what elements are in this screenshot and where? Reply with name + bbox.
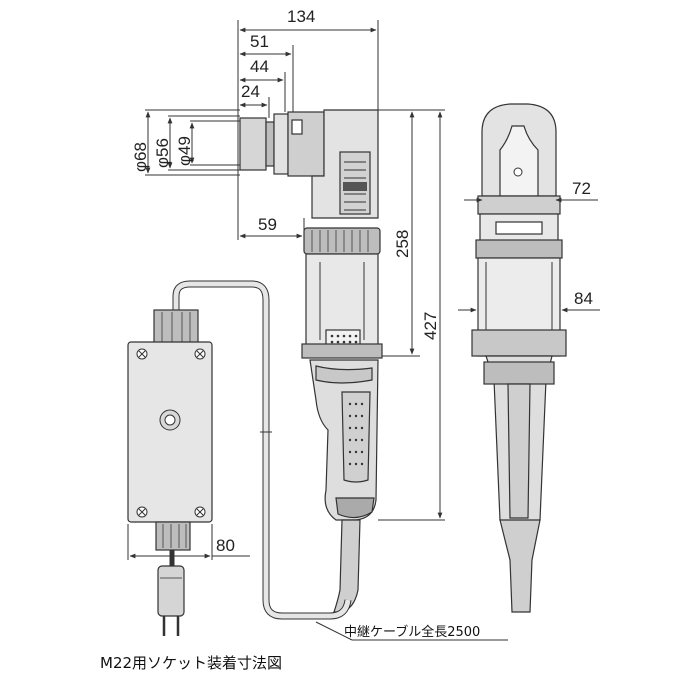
diameter-dimension-group: φ68 φ56 φ49 — [131, 109, 240, 176]
dim-phi49-label: φ49 — [175, 136, 194, 166]
front-view-tool — [471, 103, 567, 613]
tool-cable-tail — [333, 519, 361, 613]
socket — [239, 117, 267, 171]
dim-84-label: 84 — [574, 289, 593, 308]
front-dimension-group: 72 84 — [458, 179, 600, 313]
dim-80-label: 80 — [216, 536, 235, 555]
dim-59-group: 59 — [239, 215, 305, 242]
control-box — [127, 309, 213, 636]
cable-length-note: 中継ケーブル全長2500 — [344, 624, 480, 640]
dim-80-group: 80 — [127, 524, 250, 560]
diagram-caption: M22用ソケット装着寸法図 — [100, 654, 282, 672]
top-dimension-group: 134 51 44 24 — [237, 7, 379, 240]
screw-icon — [136, 348, 206, 518]
power-plug — [157, 565, 185, 617]
dim-phi68-label: φ68 — [131, 142, 150, 172]
dim-51-label: 51 — [250, 32, 269, 51]
dim-phi56-label: φ56 — [153, 138, 172, 168]
dim-134-label: 134 — [287, 7, 315, 26]
dim-59-label: 59 — [258, 215, 277, 234]
vertical-dimension-group: 258 427 — [378, 109, 445, 521]
side-view-tool — [239, 109, 383, 613]
dim-427-label: 427 — [421, 312, 440, 340]
dim-44-label: 44 — [250, 57, 269, 76]
dim-258-label: 258 — [393, 230, 412, 258]
dim-24-label: 24 — [241, 82, 260, 101]
dim-72-label: 72 — [572, 179, 591, 198]
collar — [303, 227, 381, 255]
